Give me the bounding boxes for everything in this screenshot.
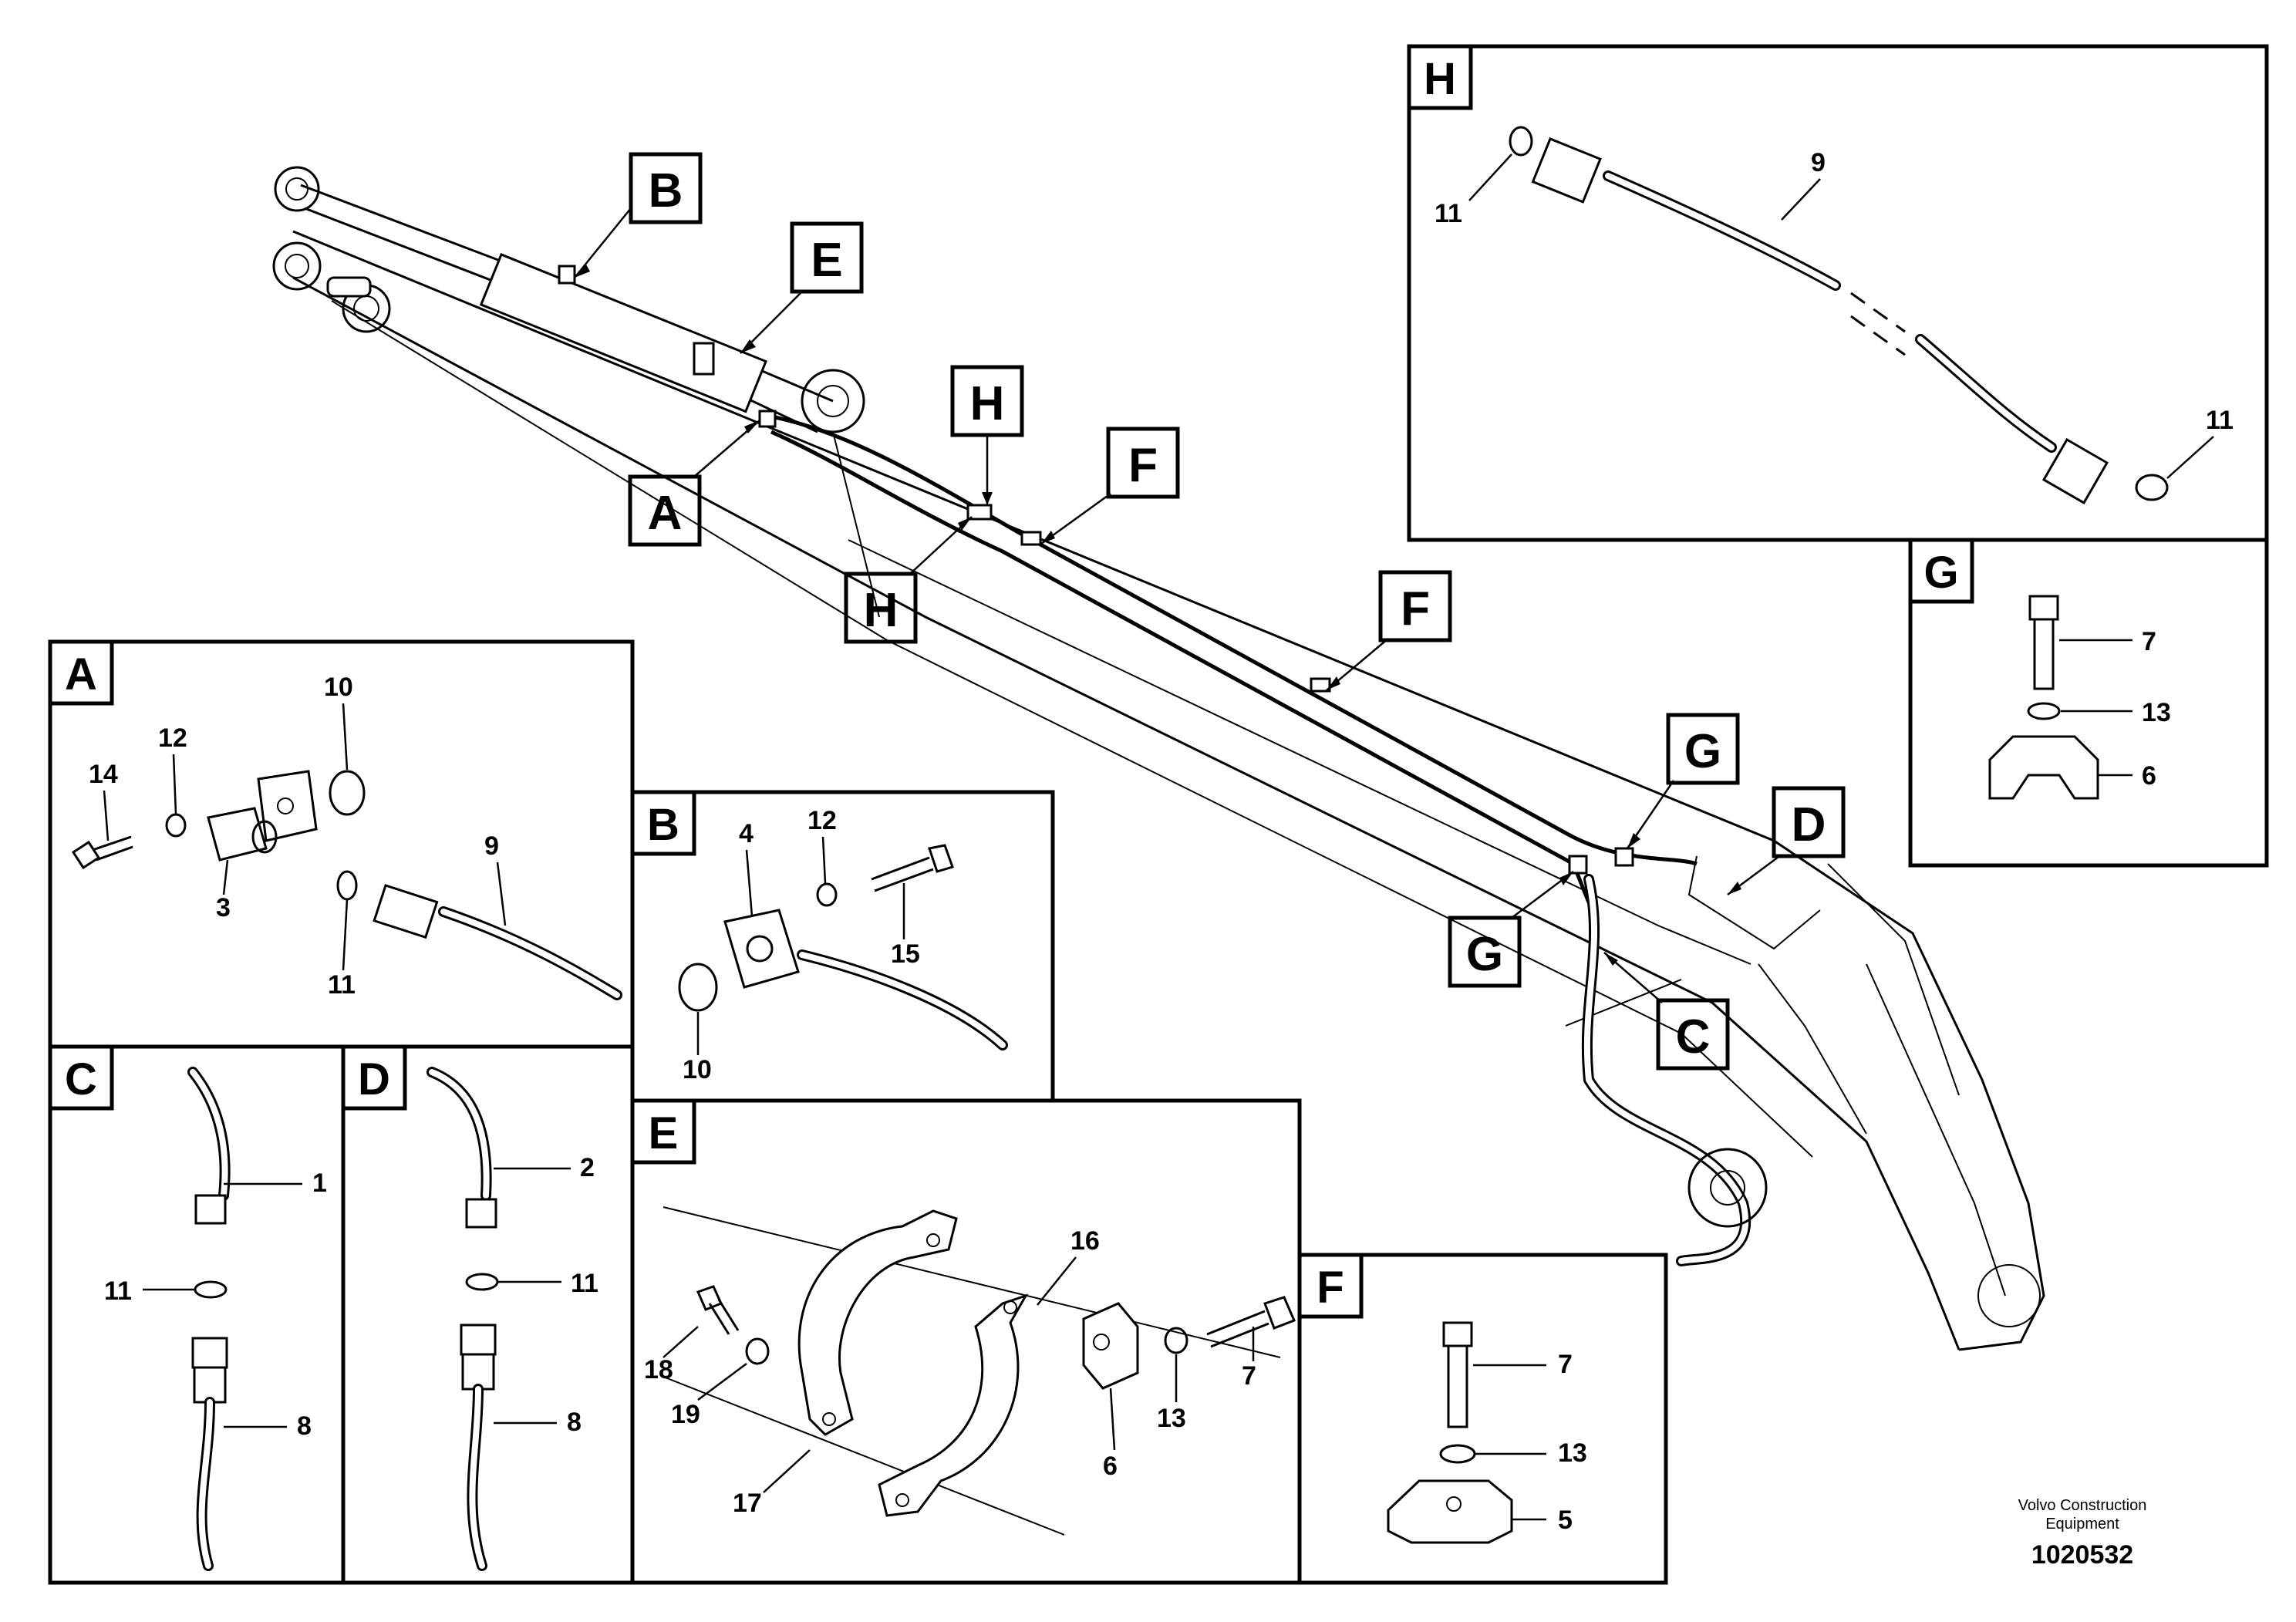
boom-illustration [272, 166, 2045, 1351]
part-8: 8 [567, 1408, 582, 1437]
panel-a-letter: A [65, 649, 97, 700]
part-11: 11 [2206, 406, 2234, 435]
part-11: 11 [328, 970, 356, 1000]
part-12: 12 [158, 723, 187, 753]
doc-number: 1020532 [2031, 1540, 2133, 1570]
callout-e-label: E [811, 234, 842, 287]
callout-h-bottom-label: H [864, 584, 899, 637]
part-7: 7 [1558, 1350, 1573, 1379]
panel-c: C 1 11 8 [48, 1044, 346, 1585]
part-2: 2 [580, 1153, 595, 1182]
panel-d-letter: D [358, 1054, 390, 1104]
panel-b-letter: B [647, 800, 679, 850]
panel-a: A 14 12 10 3 11 9 [48, 639, 635, 1049]
callout-a-label: A [648, 487, 683, 540]
part-16: 16 [1070, 1226, 1100, 1256]
callout-d-label: D [1792, 798, 1826, 851]
part-12: 12 [807, 806, 837, 835]
part-13: 13 [1157, 1404, 1186, 1433]
part-6: 6 [2142, 761, 2156, 791]
callout-h-top-label: H [970, 377, 1005, 430]
part-11: 11 [571, 1269, 598, 1298]
panel-h: H 11 9 11 [1407, 44, 2269, 542]
callout-b: B [574, 152, 703, 278]
callout-g-lower: G [1448, 871, 1574, 988]
part-3: 3 [216, 893, 231, 922]
callout-f-lower: F [1326, 570, 1452, 691]
part-10: 10 [683, 1055, 712, 1084]
callout-c: C [1603, 952, 1730, 1071]
part-13: 13 [2142, 698, 2171, 727]
part-10: 10 [324, 673, 353, 702]
part-13: 13 [1558, 1438, 1587, 1468]
part-15: 15 [891, 939, 920, 969]
panel-e-letter: E [649, 1108, 679, 1158]
part-9: 9 [484, 831, 499, 861]
credit-line-1: Volvo Construction [2018, 1497, 2147, 1514]
callout-g-upper-label: G [1684, 725, 1721, 778]
panel-f-letter: F [1317, 1263, 1344, 1313]
part-9: 9 [1811, 148, 1826, 177]
part-6: 6 [1103, 1452, 1118, 1481]
part-11: 11 [1435, 199, 1462, 228]
panel-g: G 7 13 6 [1908, 538, 2269, 868]
callout-d: D [1727, 786, 1846, 896]
panel-h-letter: H [1424, 54, 1456, 104]
callout-c-label: C [1676, 1010, 1711, 1064]
part-4: 4 [739, 819, 754, 848]
credit-block: Volvo Construction Equipment 1020532 [2018, 1497, 2147, 1570]
part-14: 14 [89, 760, 118, 789]
callout-g-lower-label: G [1466, 928, 1503, 981]
panel-b: B 4 12 15 10 [630, 790, 1055, 1103]
credit-line-2: Equipment [2045, 1516, 2119, 1533]
part-1: 1 [312, 1168, 327, 1198]
part-11: 11 [104, 1276, 132, 1306]
callout-f-upper: F [1040, 427, 1180, 545]
callout-g-upper: G [1626, 713, 1740, 849]
panel-d: D 2 11 8 [341, 1044, 635, 1585]
part-18: 18 [644, 1355, 673, 1384]
part-8: 8 [297, 1411, 312, 1441]
callout-h-bottom: H [844, 516, 973, 644]
part-17: 17 [733, 1489, 762, 1518]
callout-a: A [628, 420, 760, 547]
callout-e: E [740, 221, 864, 354]
panel-e: E 16 18 19 17 6 13 7 [630, 1098, 1302, 1585]
callout-b-label: B [649, 164, 683, 218]
part-7: 7 [2142, 627, 2156, 656]
panel-c-letter: C [65, 1054, 97, 1104]
part-19: 19 [671, 1400, 700, 1429]
part-5: 5 [1558, 1506, 1573, 1535]
part-7: 7 [1242, 1361, 1256, 1391]
callout-f-upper-label: F [1128, 439, 1158, 492]
panel-g-letter: G [1923, 548, 1958, 598]
callout-f-lower-label: F [1401, 582, 1430, 636]
callout-h-top: H [950, 365, 1024, 505]
callout-labels: B E A H H [574, 152, 1846, 1071]
panel-f: F 7 13 5 [1297, 1253, 1668, 1585]
